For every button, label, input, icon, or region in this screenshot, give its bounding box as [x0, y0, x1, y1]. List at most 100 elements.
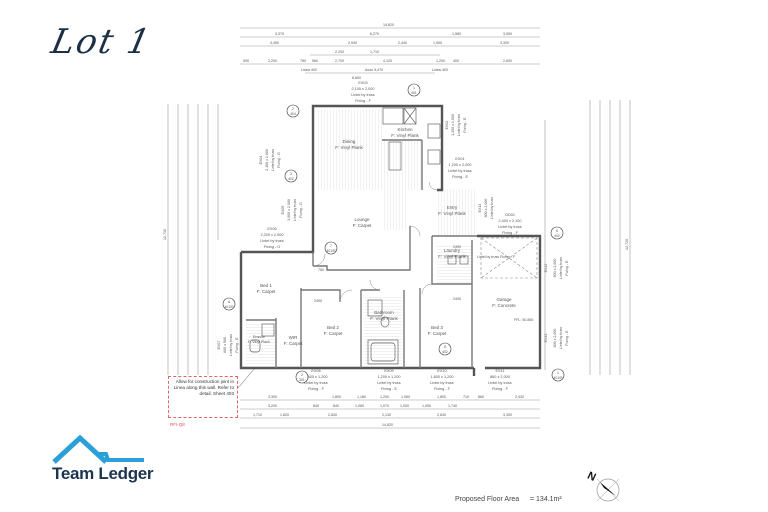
- bottom-dimension-labels: 3,300 1,800 1,180 1,200 1,060 1,800 710 …: [253, 395, 524, 427]
- svg-text:A: A: [228, 300, 231, 304]
- svg-text:Lounge: Lounge: [354, 217, 370, 222]
- svg-text:Bed 3: Bed 3: [431, 325, 443, 330]
- svg-text:2,840: 2,840: [328, 413, 337, 417]
- svg-text:840: 840: [313, 404, 319, 408]
- proposed-floor-area-label: Proposed Floor Area: [455, 496, 520, 503]
- svg-text:14,820: 14,820: [383, 23, 394, 27]
- svg-text:F: Carpet: F: Carpet: [257, 289, 277, 294]
- svg-text:2,200: 2,200: [335, 50, 344, 54]
- svg-text:F: Carpet: F: Carpet: [284, 341, 304, 346]
- svg-text:1: 1: [413, 86, 415, 90]
- svg-text:760: 760: [318, 268, 324, 272]
- svg-text:3,370: 3,370: [275, 32, 284, 36]
- svg-text:2,130: 2,130: [382, 413, 391, 417]
- svg-text:1,500: 1,500: [433, 41, 442, 45]
- svg-text:1,000: 1,000: [400, 404, 409, 408]
- svg-text:Linea 400: Linea 400: [301, 68, 317, 72]
- svg-text:2,200: 2,200: [268, 59, 277, 63]
- svg-text:2: 2: [301, 373, 303, 377]
- svg-text:Axon 5,470: Axon 5,470: [365, 68, 383, 72]
- svg-text:2: 2: [292, 107, 294, 111]
- svg-text:2,440: 2,440: [398, 41, 407, 45]
- svg-text:F: Vinyl Plank: F: Vinyl Plank: [335, 145, 363, 150]
- top-dimensions: [240, 27, 540, 74]
- svg-text:Laundry: Laundry: [444, 248, 461, 253]
- svg-text:Fixing - E: Fixing - E: [463, 117, 467, 133]
- exterior-walls: [239, 104, 542, 376]
- brand-name: Team Ledger: [52, 464, 154, 483]
- kitchen-fixtures: [382, 107, 441, 171]
- svg-text:Fixing - E: Fixing - E: [381, 387, 398, 391]
- svg-text:3,450: 3,450: [270, 41, 279, 45]
- svg-text:EX05: EX05: [281, 206, 285, 215]
- svg-text:401: 401: [411, 91, 417, 95]
- svg-text:2,400 x 2,100: 2,400 x 2,100: [498, 219, 521, 223]
- svg-text:Lintel by truss: Lintel by truss: [490, 197, 494, 219]
- svg-text:Lintel by truss: Lintel by truss: [457, 114, 461, 136]
- opening-labels: EX03 2,100 x 2,000 Lintel by truss Fixin…: [260, 81, 522, 391]
- left-dimensions: [167, 104, 219, 375]
- svg-text:301: 301: [299, 378, 305, 382]
- svg-text:560: 560: [312, 59, 318, 63]
- svg-text:EX13: EX13: [544, 334, 548, 343]
- svg-text:800 x 2,000: 800 x 2,000: [484, 199, 488, 218]
- svg-text:EX12: EX12: [544, 264, 548, 273]
- svg-text:Lintel by truss: Lintel by truss: [304, 381, 328, 385]
- svg-text:14,820: 14,820: [382, 423, 393, 427]
- svg-text:Fixing - G: Fixing - G: [277, 152, 281, 168]
- svg-text:Fixing - G: Fixing - G: [264, 245, 281, 249]
- svg-text:860: 860: [478, 395, 484, 399]
- svg-text:780: 780: [300, 59, 306, 63]
- svg-text:2,430: 2,430: [515, 395, 524, 399]
- svg-text:710: 710: [463, 395, 469, 399]
- svg-text:3,000 x 2,000: 3,000 x 2,000: [287, 199, 291, 221]
- svg-text:1,820: 1,820: [280, 413, 289, 417]
- svg-text:2,940: 2,940: [348, 41, 357, 45]
- svg-text:2,100 x 2,000: 2,100 x 2,000: [351, 87, 374, 91]
- svg-text:EX09: EX09: [384, 369, 393, 373]
- svg-text:590: 590: [243, 59, 249, 63]
- interior-walls: [246, 139, 477, 368]
- bottom-dimensions: [240, 399, 540, 429]
- ensuite-floor: [246, 322, 276, 364]
- bathroom-floor: [364, 296, 402, 364]
- svg-text:Fixing - E: Fixing - E: [565, 260, 569, 276]
- svg-text:Fixing - E: Fixing - E: [235, 337, 239, 353]
- svg-text:2,840: 2,840: [437, 413, 446, 417]
- svg-text:Garage: Garage: [496, 297, 512, 302]
- svg-text:Lintel by truss: Lintel by truss: [498, 225, 522, 229]
- svg-text:Lintel by truss: Lintel by truss: [488, 381, 512, 385]
- misc-labels: Lintel by truss Fixing - F FFL: 50.850 2…: [314, 245, 533, 322]
- svg-text:Lintel by truss: Lintel by truss: [559, 257, 563, 279]
- svg-text:Lintel by truss: Lintel by truss: [448, 169, 472, 173]
- svg-text:Lintel by truss: Lintel by truss: [559, 327, 563, 349]
- svg-text:F: Vinyl Plank: F: Vinyl Plank: [248, 340, 270, 344]
- bathroom-fixtures: [249, 255, 469, 365]
- svg-text:1,800 x 1,200: 1,800 x 1,200: [304, 375, 327, 379]
- svg-text:2,200 x 2,000: 2,200 x 2,000: [260, 233, 283, 237]
- svg-text:6: 6: [556, 229, 558, 233]
- note-leader: [237, 367, 256, 389]
- svg-text:2,100 x 2,000: 2,100 x 2,000: [265, 149, 269, 171]
- right-dimension-labels: 12,720: [625, 239, 629, 250]
- svg-text:1,710: 1,710: [370, 50, 379, 54]
- svg-text:1,080: 1,080: [355, 404, 364, 408]
- svg-text:Bed 2: Bed 2: [327, 325, 339, 330]
- kitchen-floor: [382, 140, 422, 190]
- svg-text:EX10: EX10: [437, 369, 446, 373]
- svg-text:F: Vinyl Plank: F: Vinyl Plank: [438, 211, 466, 216]
- door-swings: [312, 181, 438, 303]
- svg-text:EX07: EX07: [217, 341, 221, 350]
- svg-text:1,740: 1,740: [448, 404, 457, 408]
- svg-text:3,300: 3,300: [268, 395, 277, 399]
- svg-text:N: N: [585, 470, 597, 484]
- svg-text:Lintel by truss: Lintel by truss: [229, 334, 233, 356]
- svg-text:Lintel by truss: Lintel by truss: [260, 239, 284, 243]
- svg-text:1,060: 1,060: [401, 395, 410, 399]
- svg-text:F: Vinyl Plank: F: Vinyl Plank: [438, 254, 466, 259]
- svg-text:1: 1: [557, 371, 559, 375]
